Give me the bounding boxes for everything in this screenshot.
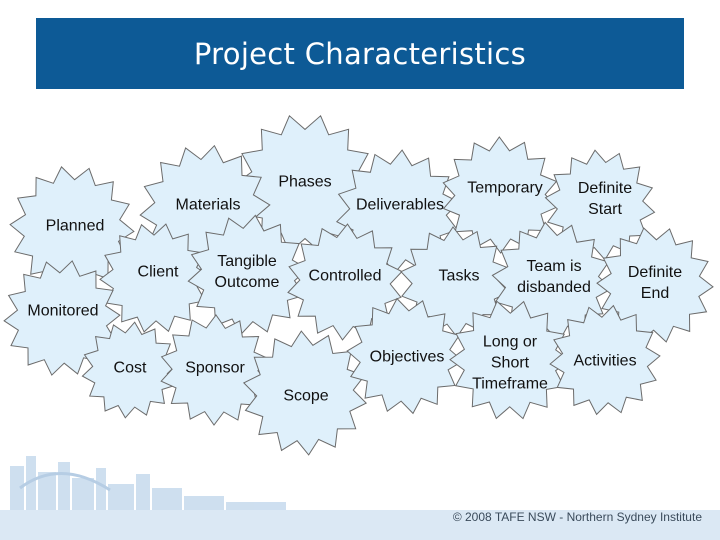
starburst-client: [99, 223, 211, 333]
starburst-planned: [9, 166, 135, 290]
slide-title: Project Characteristics: [193, 36, 527, 71]
star-label-monitored: Monitored: [27, 302, 99, 320]
copyright-text: © 2008 TAFE NSW - Northern Sydney Instit…: [452, 510, 702, 524]
starburst-objectives: [346, 297, 464, 415]
star-label-tasks: Tasks: [438, 267, 480, 285]
star-label-deliverables: Deliverables: [355, 196, 445, 214]
starburst-tangible-outcome: [187, 214, 309, 336]
star-label-planned: Planned: [45, 217, 105, 235]
star-label-materials: Materials: [175, 196, 241, 214]
city-skyline-graphic: [0, 456, 720, 540]
star-label-controlled: Controlled: [308, 267, 382, 285]
star-label-temporary: Temporary: [467, 179, 543, 197]
star-label-activities: Activities: [573, 352, 637, 370]
starburst-definite-end: [596, 227, 714, 343]
star-label-phases: Phases: [278, 173, 332, 191]
star-label-objectives: Objectives: [369, 348, 445, 366]
star-label-cost: Cost: [113, 359, 147, 377]
star-label-client: Client: [137, 263, 179, 281]
starburst-cost: [81, 321, 179, 419]
star-label-sponsor: Sponsor: [185, 359, 245, 377]
starburst-monitored: [3, 260, 121, 376]
title-banner: Project Characteristics: [36, 18, 684, 89]
starburst-scope: [242, 330, 368, 456]
starburst-activities: [549, 304, 661, 416]
star-label-scope: Scope: [283, 387, 329, 405]
starburst-long-short-timeframe: [449, 300, 571, 420]
